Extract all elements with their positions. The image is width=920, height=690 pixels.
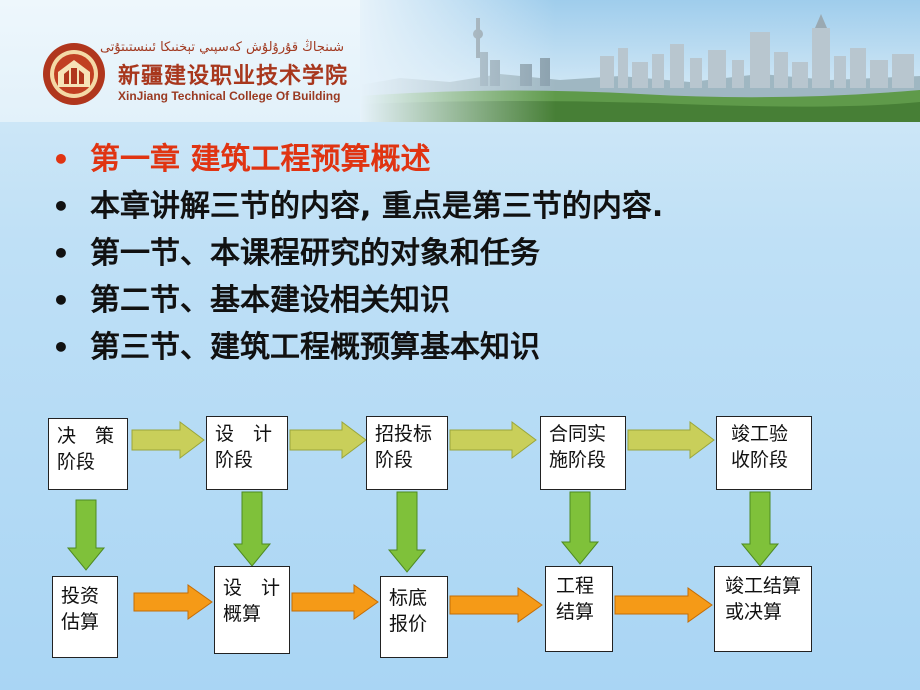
stage-box-contract: 合同实 施阶段 bbox=[540, 416, 626, 490]
arrow-right-icon bbox=[449, 587, 543, 623]
bullet-item: 第二节、基本建设相关知识 bbox=[52, 277, 663, 324]
arrow-down-icon bbox=[560, 491, 600, 565]
school-name-english: XinJiang Technical College Of Building bbox=[118, 89, 341, 103]
bullet-item: 本章讲解三节的内容, 重点是第三节的内容. bbox=[52, 183, 663, 230]
arrow-right-icon bbox=[133, 584, 213, 620]
bullet-list: 第一章 建筑工程预算概述 本章讲解三节的内容, 重点是第三节的内容. 第一节、本… bbox=[52, 136, 663, 371]
cost-box-budget: 设 计 概算 bbox=[214, 566, 290, 654]
bullet-item: 第一节、本课程研究的对象和任务 bbox=[52, 230, 663, 277]
school-name-uyghur: شىنجاڭ قۇرۇلۇش كەسپىي تېخنىكا ئىنستىتۇتى bbox=[99, 40, 344, 55]
arrow-down-icon bbox=[740, 491, 780, 567]
college-logo bbox=[43, 43, 105, 105]
arrow-right-icon bbox=[449, 421, 537, 459]
arrow-right-icon bbox=[131, 421, 205, 459]
flow-arrows bbox=[66, 421, 780, 623]
bullet-item: 第三节、建筑工程概预算基本知识 bbox=[52, 324, 663, 371]
arrow-down-icon bbox=[232, 491, 272, 567]
school-name-chinese: 新疆建设职业技术学院 bbox=[118, 64, 349, 89]
process-flow-diagram: 决 策 阶段 设 计 阶段 招投标 阶段 合同实 施阶段 竣工验 收阶段 投资 … bbox=[0, 400, 920, 690]
stage-box-decision: 决 策 阶段 bbox=[48, 418, 128, 490]
arrow-right-icon bbox=[289, 421, 367, 459]
cost-box-final-account: 竣工结算 或决算 bbox=[714, 566, 812, 652]
stage-box-bidding: 招投标 阶段 bbox=[366, 416, 448, 490]
header-banner: شىنجاڭ قۇرۇلۇش كەسپىي تېخنىكا ئىنستىتۇتى… bbox=[0, 0, 920, 122]
stage-box-design: 设 计 阶段 bbox=[206, 416, 288, 490]
cost-box-settlement: 工程 结算 bbox=[545, 566, 613, 652]
arrow-down-icon bbox=[66, 499, 106, 571]
chapter-title: 第一章 建筑工程预算概述 bbox=[52, 136, 663, 183]
arrow-right-icon bbox=[614, 587, 713, 623]
stage-box-acceptance: 竣工验 收阶段 bbox=[716, 416, 812, 490]
arrow-right-icon bbox=[291, 584, 379, 620]
cost-box-estimate: 投资 估算 bbox=[52, 576, 118, 658]
city-skyline-image bbox=[360, 0, 920, 122]
arrow-down-icon bbox=[387, 491, 427, 573]
arrow-right-icon bbox=[627, 421, 715, 459]
cost-box-tender-price: 标底 报价 bbox=[380, 576, 448, 658]
